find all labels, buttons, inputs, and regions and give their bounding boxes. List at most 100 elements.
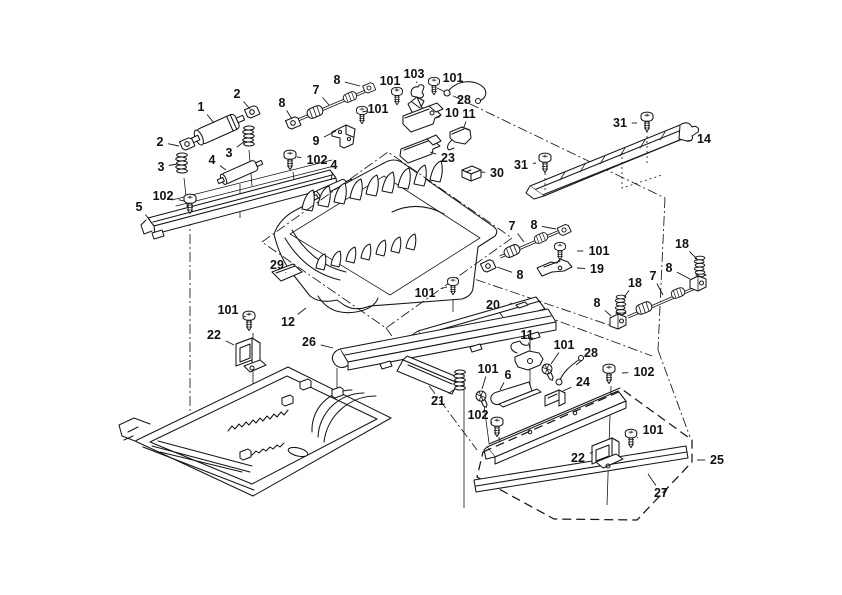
callout-label-102: 102 xyxy=(634,365,655,379)
callout-leader-20 xyxy=(498,312,504,318)
callout-label-18: 18 xyxy=(628,276,642,290)
bracket-24-part xyxy=(544,389,566,407)
callout-label-101: 101 xyxy=(478,362,499,376)
spring-18-left-part xyxy=(614,294,627,314)
callout-leader-18 xyxy=(689,251,698,260)
bracket-22-right-part xyxy=(591,437,624,469)
callout-label-101: 101 xyxy=(643,423,664,437)
harness-28-bottom-part xyxy=(555,354,585,386)
callout-leader-102 xyxy=(178,199,185,202)
screw-102-b xyxy=(283,149,297,171)
callout-leader-11 xyxy=(463,121,467,128)
harness-28-top-part xyxy=(443,81,487,105)
screw-101-d xyxy=(242,310,256,332)
callout-leader-101 xyxy=(440,286,448,290)
callout-label-28: 28 xyxy=(457,93,471,107)
spring-21-part xyxy=(453,369,466,391)
callout-label-8: 8 xyxy=(666,261,673,275)
rail-14-part xyxy=(525,122,700,200)
screw-101-c xyxy=(356,105,368,125)
callout-label-25: 25 xyxy=(710,453,724,467)
callout-label-8: 8 xyxy=(517,268,524,282)
callout-label-7: 7 xyxy=(650,269,657,283)
callout-leader-11 xyxy=(528,342,531,350)
callout-label-101: 101 xyxy=(443,71,464,85)
callout-leader-2 xyxy=(243,101,251,110)
callout-leader-7 xyxy=(517,233,525,243)
callout-leader-101 xyxy=(395,88,398,91)
callout-leader-102 xyxy=(490,421,493,423)
callout-leader-102 xyxy=(296,156,302,159)
callout-label-31: 31 xyxy=(514,158,528,172)
spring-18-right-part xyxy=(693,255,706,275)
callout-leader-8 xyxy=(604,309,612,317)
callout-label-102: 102 xyxy=(307,153,328,167)
callout-label-30: 30 xyxy=(490,166,504,180)
dashed-box-12 xyxy=(261,151,513,329)
bracket-9-part xyxy=(331,124,356,149)
callout-label-2: 2 xyxy=(157,135,164,149)
callout-label-11: 11 xyxy=(520,328,533,342)
bracket-10-part xyxy=(402,102,444,133)
callout-label-101: 101 xyxy=(218,303,239,317)
callout-leader-8 xyxy=(541,225,557,230)
callout-leader-6 xyxy=(499,382,505,391)
callout-label-3: 3 xyxy=(226,146,233,160)
callout-leader-101 xyxy=(636,437,639,439)
shaft-7-right-lower-part xyxy=(609,272,707,330)
block-30-part xyxy=(461,165,482,182)
chute-6-part xyxy=(490,381,542,408)
latch-11-part xyxy=(510,340,544,371)
screw-31-right xyxy=(640,111,654,133)
sled-26-part xyxy=(331,308,557,371)
callout-leader-12 xyxy=(297,307,307,315)
callout-label-14: 14 xyxy=(697,132,711,146)
clamp-103-part xyxy=(410,84,425,99)
callout-label-7: 7 xyxy=(509,219,516,233)
callout-leader-26 xyxy=(320,344,334,349)
callout-label-2: 2 xyxy=(234,87,241,101)
roller-1-part xyxy=(190,113,246,146)
callout-label-1: 1 xyxy=(198,100,205,114)
callout-leader-5 xyxy=(144,214,151,221)
callout-leader-101 xyxy=(362,110,368,113)
callout-label-4: 4 xyxy=(331,158,338,172)
callout-label-3: 3 xyxy=(158,160,165,174)
spring-3-left-part xyxy=(175,152,188,174)
callout-label-11: 11 xyxy=(462,107,475,121)
callout-label-4: 4 xyxy=(209,153,216,167)
callout-label-29: 29 xyxy=(270,258,284,272)
callout-label-12: 12 xyxy=(281,315,295,329)
shaft-7-top-part xyxy=(284,81,377,131)
paper-guide-plate-5-part xyxy=(140,159,338,240)
front-bar-part xyxy=(483,387,627,465)
callout-leader-8 xyxy=(344,81,361,87)
callout-leader-8 xyxy=(676,271,691,280)
callout-leader-9 xyxy=(323,130,337,138)
callout-leader-27 xyxy=(647,473,657,486)
bushing-2-right-part xyxy=(243,104,261,120)
callout-leader-10 xyxy=(435,116,441,119)
knob-screw-101-g xyxy=(539,361,558,383)
callout-label-6: 6 xyxy=(505,368,512,382)
callout-leader-21 xyxy=(448,388,456,394)
callout-label-101: 101 xyxy=(415,286,436,300)
screw-101-f xyxy=(554,241,566,261)
callout-label-24: 24 xyxy=(576,375,590,389)
screw-101-b xyxy=(428,76,440,96)
callout-label-102: 102 xyxy=(153,189,174,203)
callout-leader-101 xyxy=(550,352,560,365)
callout-leader-4 xyxy=(219,165,227,171)
chassis-tray-part xyxy=(118,366,392,497)
callout-leader-101 xyxy=(481,376,487,390)
callout-leader-22 xyxy=(589,451,594,454)
callout-leader-18 xyxy=(623,290,630,298)
screw-102-d xyxy=(490,416,504,438)
callout-label-23: 23 xyxy=(441,151,455,165)
callout-label-22: 22 xyxy=(571,451,585,465)
callout-label-20: 20 xyxy=(486,298,500,312)
callout-leader-8 xyxy=(286,110,293,120)
